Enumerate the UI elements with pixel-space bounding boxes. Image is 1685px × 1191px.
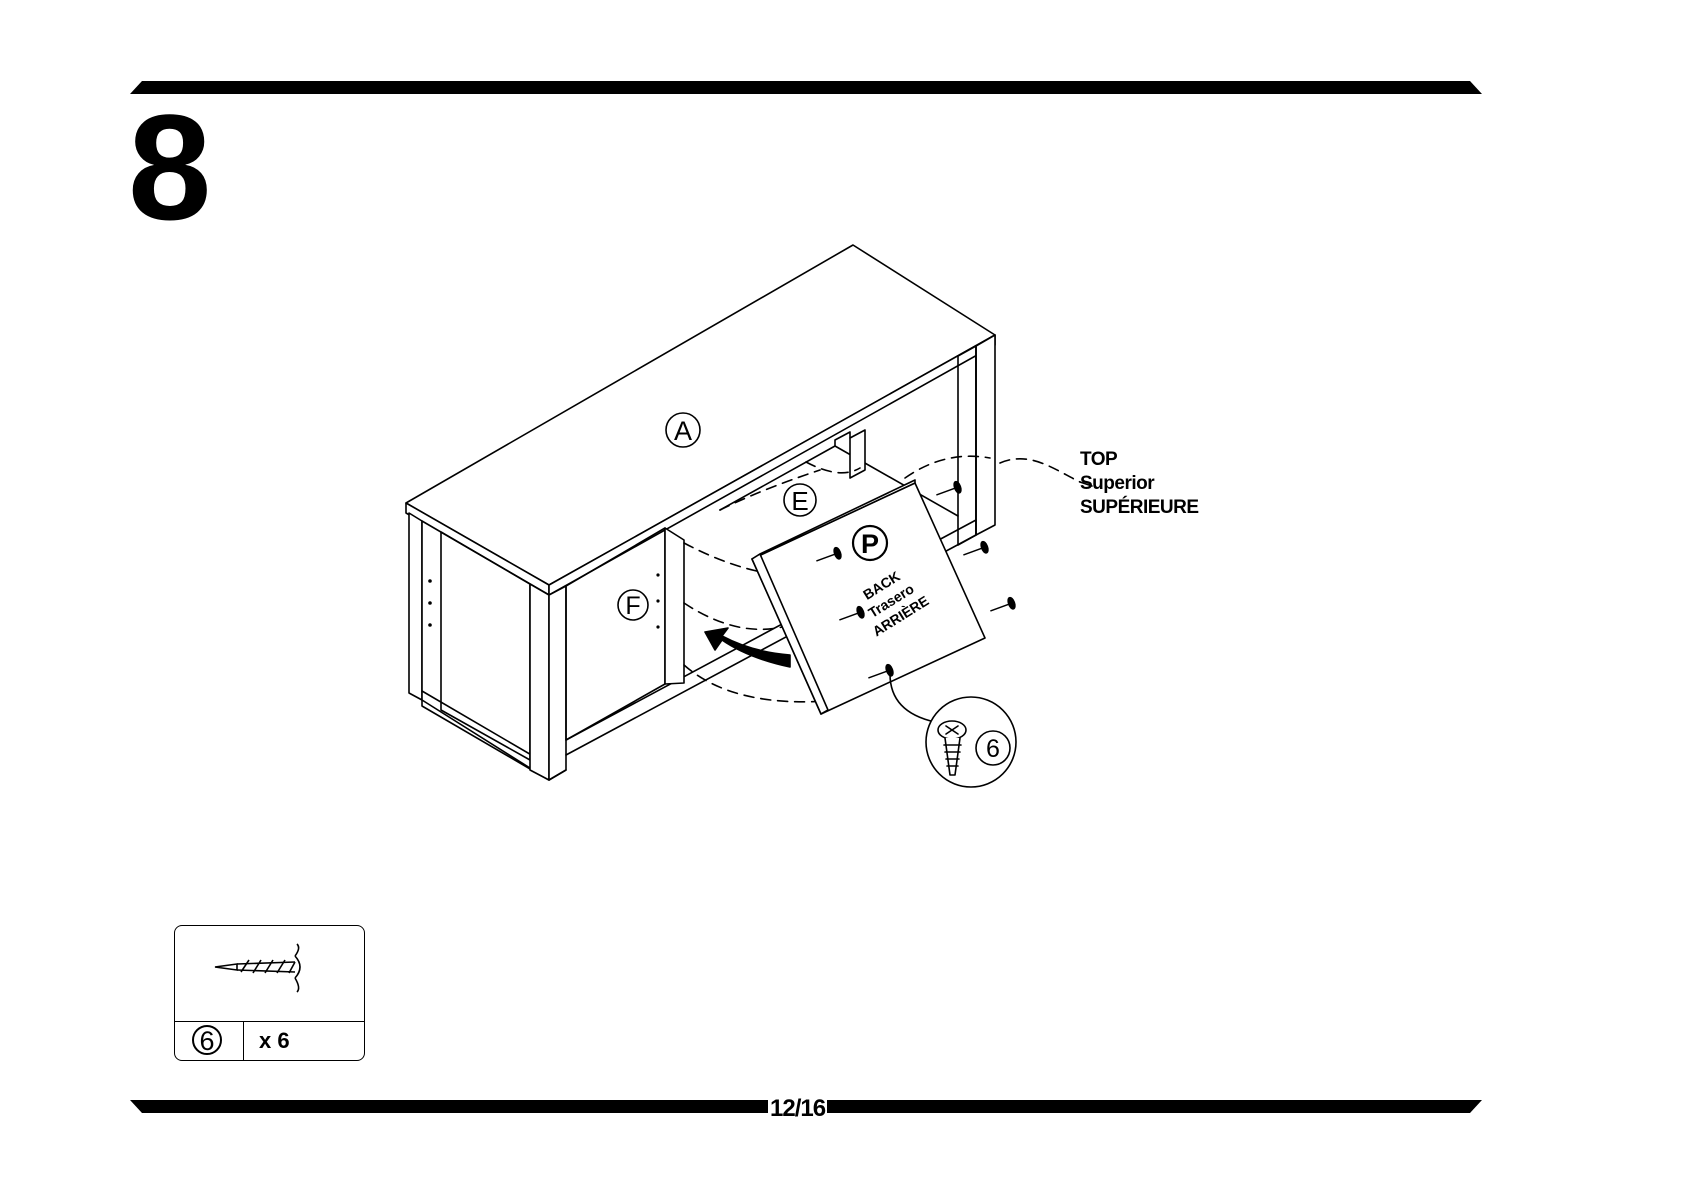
page-number: 12/16 — [768, 1095, 827, 1123]
